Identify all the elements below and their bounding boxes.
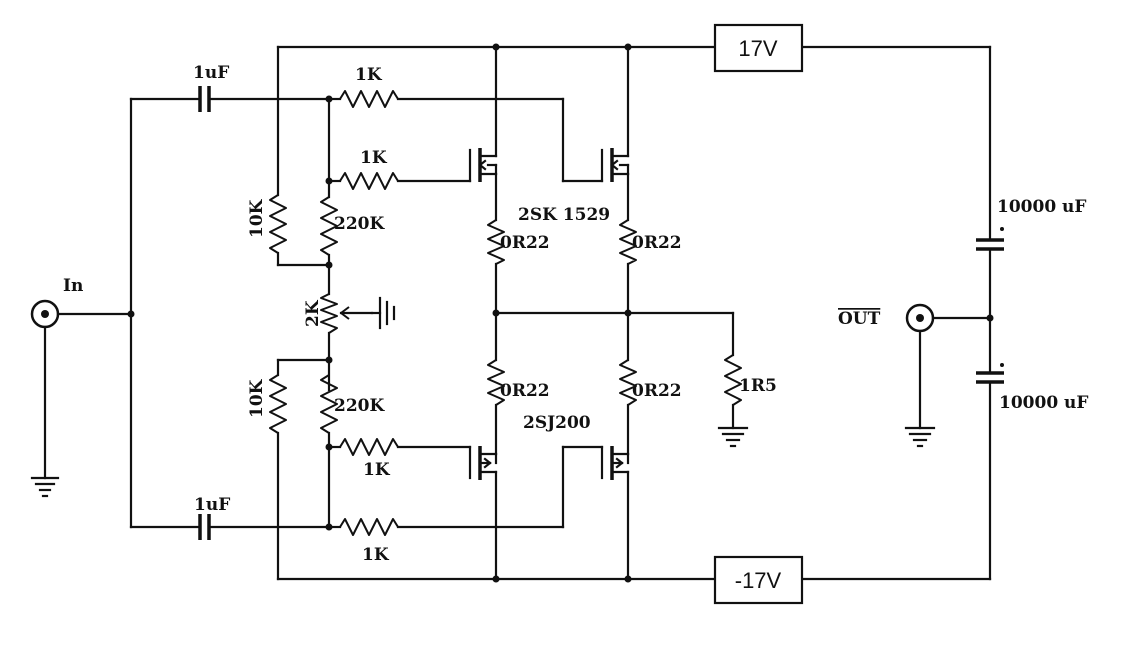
r-bias-top-left-label: 10K [247, 198, 267, 238]
resistor-icon [487, 219, 505, 265]
r-source-bottom-2-label: 0R22 [632, 381, 682, 401]
resistor-icon [724, 354, 742, 406]
positive-supply-rail [276, 45, 992, 242]
ground-icon [904, 426, 936, 448]
capacitor-icon [198, 86, 211, 112]
resistor-icon [339, 90, 399, 108]
resistor-icon [339, 172, 399, 190]
mosfet-icon [600, 148, 630, 183]
r-source-top-1-label: 0R22 [500, 233, 550, 253]
output-jack-icon [905, 303, 935, 333]
ground-icon [30, 476, 60, 498]
r-bias-bottom-left-label: 10K [247, 378, 267, 418]
ground-icon [370, 296, 396, 330]
mosfet-n-label: 2SK 1529 [518, 205, 610, 225]
supply-negative-label: -17V [735, 568, 782, 593]
resistor-icon [320, 374, 338, 434]
resistor-icon [619, 219, 637, 265]
resistor-icon [619, 359, 637, 406]
pot-label: 2K [303, 299, 323, 327]
potentiometer-icon [320, 293, 374, 334]
r-bias-top-label: 220K [334, 214, 385, 234]
r-top-series-label: 1K [355, 65, 383, 85]
supply-box-negative: -17V [713, 555, 804, 605]
output-label: OUT [838, 309, 881, 329]
r-source-top-2-label: 0R22 [632, 233, 682, 253]
resistor-icon [320, 196, 338, 256]
resistor-icon [487, 359, 505, 406]
capacitor-icon [198, 514, 211, 540]
mosfet-p-label: 2SJ200 [523, 413, 591, 433]
r-top-gate-label: 1K [360, 148, 388, 168]
r-bottom-series-label: 1K [362, 545, 390, 565]
resistor-icon [269, 374, 287, 434]
supply-positive-label: 17V [738, 36, 777, 61]
ground-icon [717, 426, 749, 448]
input-jack-icon [30, 299, 60, 329]
r-bottom-gate-label: 1K [363, 460, 391, 480]
mosfet-icon [468, 445, 498, 480]
cap-in-bottom-label: 1uF [194, 495, 230, 515]
mosfet-icon [468, 148, 498, 183]
supply-box-positive: 17V [713, 23, 804, 73]
cap-in-top-label: 1uF [193, 63, 229, 83]
cap-out-top-label: 10000 uF [997, 197, 1087, 217]
cap-out-bottom-label: 10000 uF [999, 393, 1089, 413]
resistor-icon [339, 438, 399, 456]
mosfet-icon [600, 445, 630, 480]
resistor-icon [339, 518, 399, 536]
resistor-icon [269, 194, 287, 254]
input-label: In [63, 276, 83, 296]
r-source-bottom-1-label: 0R22 [500, 381, 550, 401]
r-load-label: 1R5 [739, 376, 777, 396]
r-bias-bottom-label: 220K [334, 396, 385, 416]
capacitor-icon [976, 363, 1004, 384]
